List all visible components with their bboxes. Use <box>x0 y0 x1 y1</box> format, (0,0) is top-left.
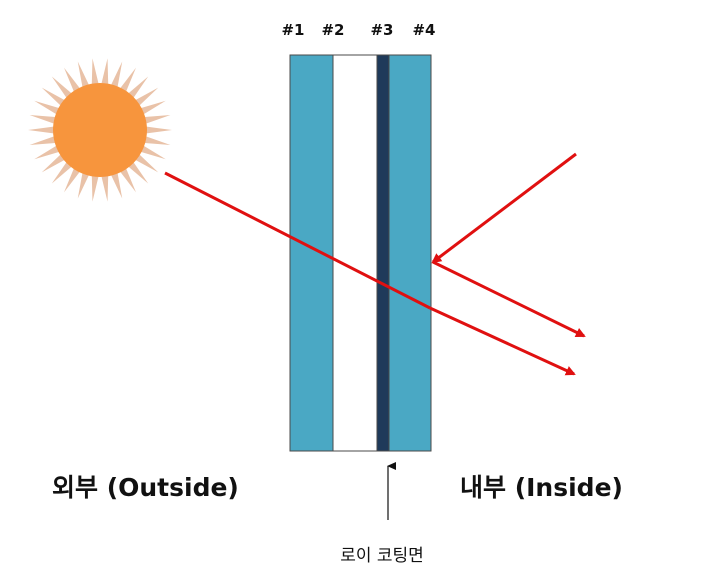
outside-label: 외부 (Outside) <box>52 473 239 502</box>
sun-ray <box>34 100 61 116</box>
air-gap <box>332 54 378 452</box>
outer-glass-pane <box>289 54 334 452</box>
sun-ray <box>91 174 99 202</box>
sun-ray <box>29 135 57 145</box>
sun-ray <box>28 126 56 134</box>
inner-glass-pane <box>388 54 432 452</box>
sun-ray <box>77 61 90 89</box>
sun-ray <box>143 135 171 145</box>
sun-ray <box>139 144 166 160</box>
reflected-heat-ray <box>431 152 586 338</box>
surface-label-3: #3 <box>370 21 393 39</box>
reflected-heat-ray-out <box>432 260 586 338</box>
sun-ray <box>91 58 99 86</box>
sun-ray <box>29 115 57 125</box>
sun-ray <box>51 160 73 184</box>
sun-ray <box>134 153 159 173</box>
sun-ray <box>110 171 123 199</box>
coating-label: 로이 코팅면 <box>340 546 424 566</box>
sun-ray <box>119 167 136 193</box>
glazing-unit <box>289 54 432 452</box>
sun-ray <box>41 87 66 107</box>
sun-core <box>53 83 147 177</box>
sun-ray <box>110 61 123 89</box>
sun-rays <box>28 58 172 202</box>
sun-ray <box>64 67 81 93</box>
sun-ray <box>127 76 149 100</box>
sun-ray <box>101 174 109 202</box>
surface-label-1: #1 <box>281 21 304 39</box>
inside-label: 내부 (Inside) <box>460 473 623 502</box>
sun-ray <box>143 115 171 125</box>
sun-ray <box>139 100 166 116</box>
sun-ray <box>144 126 172 134</box>
surface-label-2: #2 <box>321 21 344 39</box>
sun-ray <box>119 67 136 93</box>
sun-ray <box>51 76 73 100</box>
solar-ray-segment-inside <box>429 306 576 376</box>
sun-ray <box>127 160 149 184</box>
sun-icon <box>28 58 172 202</box>
sun-ray <box>41 153 66 173</box>
surface-label-4: #4 <box>412 21 435 39</box>
sun-ray <box>134 87 159 107</box>
transmitted-solar-ray <box>164 171 576 376</box>
incoming-heat-ray <box>431 152 577 264</box>
sun-ray <box>34 144 61 160</box>
solar-ray-segment-outside <box>164 171 431 310</box>
sun-ray <box>101 58 109 86</box>
sun-ray <box>64 167 81 193</box>
sun-ray <box>77 171 90 199</box>
low-e-coating-layer <box>376 54 390 452</box>
